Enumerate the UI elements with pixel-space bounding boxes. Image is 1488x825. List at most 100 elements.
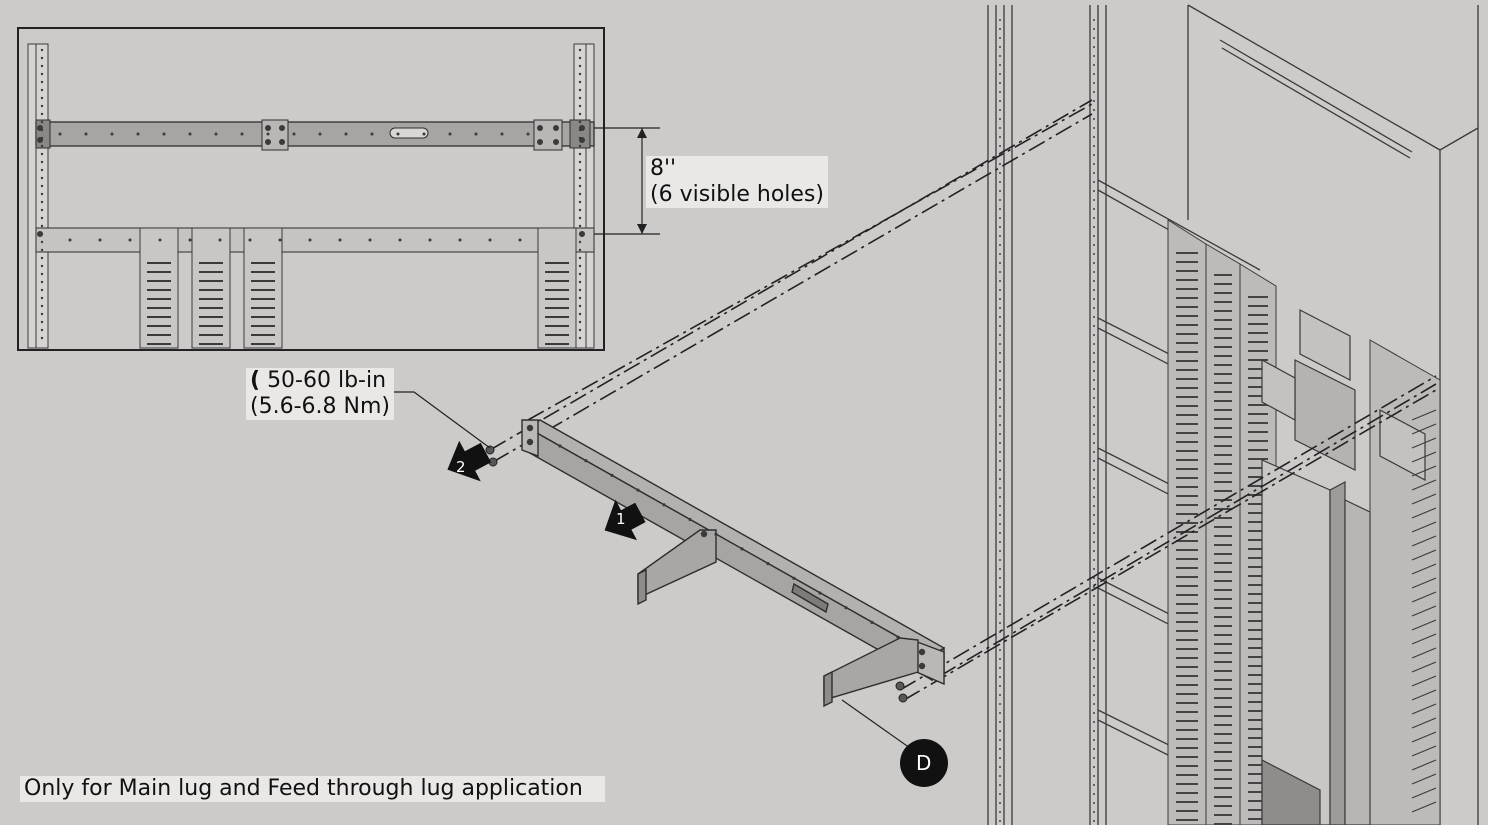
- support-bracket: [521, 419, 946, 708]
- rail-slot: [1176, 693, 1198, 695]
- rail-slot: [1176, 441, 1198, 443]
- rail-slot: [1176, 747, 1198, 749]
- post-hole: [999, 487, 1001, 489]
- vent-slot: [1411, 787, 1437, 799]
- post-hole: [40, 264, 44, 268]
- rail-slot: [1214, 364, 1232, 366]
- rail-slot: [1214, 526, 1232, 528]
- post-hole: [999, 298, 1001, 300]
- post-hole: [40, 88, 44, 92]
- bar-hole: [98, 238, 102, 242]
- post-hole: [40, 272, 44, 276]
- rail-slot: [1214, 661, 1232, 663]
- bar-hole: [526, 132, 530, 136]
- rail-slot: [251, 298, 275, 300]
- bracket-hole: [714, 532, 718, 536]
- rail-slot: [1248, 665, 1268, 667]
- bolt-hole: [279, 125, 285, 131]
- post-hole: [999, 811, 1001, 813]
- rail-slot: [1176, 522, 1198, 524]
- dimension-label: 8'' (6 visible holes): [646, 156, 828, 208]
- bar-hole: [136, 132, 140, 136]
- post-hole: [1093, 199, 1095, 201]
- post-hole: [999, 208, 1001, 210]
- rail-slot: [545, 325, 569, 327]
- rail-slot: [1176, 558, 1198, 560]
- post-hole: [40, 296, 44, 300]
- bolt-hole: [37, 231, 43, 237]
- bar-hole: [428, 238, 432, 242]
- rail-slot: [1176, 333, 1198, 335]
- vent-slot: [1411, 689, 1437, 701]
- post-hole: [1093, 712, 1095, 714]
- post-hole: [999, 802, 1001, 804]
- rail-slot: [1214, 805, 1232, 807]
- post-hole: [1093, 289, 1095, 291]
- rail-slot: [199, 334, 223, 336]
- post-hole: [578, 152, 582, 156]
- post-hole: [999, 514, 1001, 516]
- post-hole: [578, 200, 582, 204]
- rail-slot: [1214, 643, 1232, 645]
- post-hole: [999, 775, 1001, 777]
- rail-slot: [1214, 769, 1232, 771]
- rail-slot: [199, 307, 223, 309]
- rail-slot: [1214, 787, 1232, 789]
- post-hole: [999, 703, 1001, 705]
- rail-slot: [147, 280, 171, 282]
- rail-slot: [1248, 755, 1268, 757]
- rail-slot: [1176, 810, 1198, 812]
- post-hole: [1093, 757, 1095, 759]
- rail-slot: [1176, 648, 1198, 650]
- post-hole: [578, 248, 582, 252]
- rail-slot: [1214, 310, 1232, 312]
- rail-slot: [1214, 625, 1232, 627]
- rail-slot: [1248, 296, 1268, 298]
- post-hole: [999, 757, 1001, 759]
- rail-slot: [1176, 486, 1198, 488]
- rail-slot: [1248, 773, 1268, 775]
- post-hole: [1093, 316, 1095, 318]
- post-hole: [1093, 766, 1095, 768]
- post-hole: [999, 46, 1001, 48]
- bolt-hole: [579, 137, 585, 143]
- post-hole: [999, 433, 1001, 435]
- post-hole: [999, 307, 1001, 309]
- bar-hole: [158, 238, 162, 242]
- post-hole: [999, 28, 1001, 30]
- post-hole: [1093, 649, 1095, 651]
- rail-slot: [1248, 656, 1268, 658]
- bar-hole: [240, 132, 244, 136]
- rail-slot: [1176, 567, 1198, 569]
- post-hole: [999, 352, 1001, 354]
- vent-slot: [1411, 759, 1437, 771]
- vent-slot: [1411, 451, 1437, 463]
- post-hole: [1093, 820, 1095, 822]
- rail-slot: [1248, 467, 1268, 469]
- rail-slot: [1176, 531, 1198, 533]
- post-hole: [999, 199, 1001, 201]
- rail-slot: [1248, 764, 1268, 766]
- rail-slot: [1248, 782, 1268, 784]
- rail-slot: [199, 289, 223, 291]
- cabinet-bus-assembly: [1261, 309, 1426, 825]
- rail-slot: [1214, 274, 1232, 276]
- bolt-hole: [537, 125, 543, 131]
- post-hole: [578, 176, 582, 180]
- post-hole: [40, 288, 44, 292]
- post-hole: [999, 190, 1001, 192]
- post-hole: [578, 336, 582, 340]
- post-hole: [999, 163, 1001, 165]
- torque-icon: (: [250, 368, 261, 393]
- post-hole: [40, 168, 44, 172]
- vent-slot: [1411, 647, 1437, 659]
- post-hole: [40, 120, 44, 124]
- rail-slot: [1248, 377, 1268, 379]
- bracket-hole: [584, 459, 588, 463]
- post-hole: [1093, 55, 1095, 57]
- post-hole: [1093, 514, 1095, 516]
- vent-slot: [1411, 773, 1437, 785]
- post-hole: [578, 224, 582, 228]
- post-hole: [999, 523, 1001, 525]
